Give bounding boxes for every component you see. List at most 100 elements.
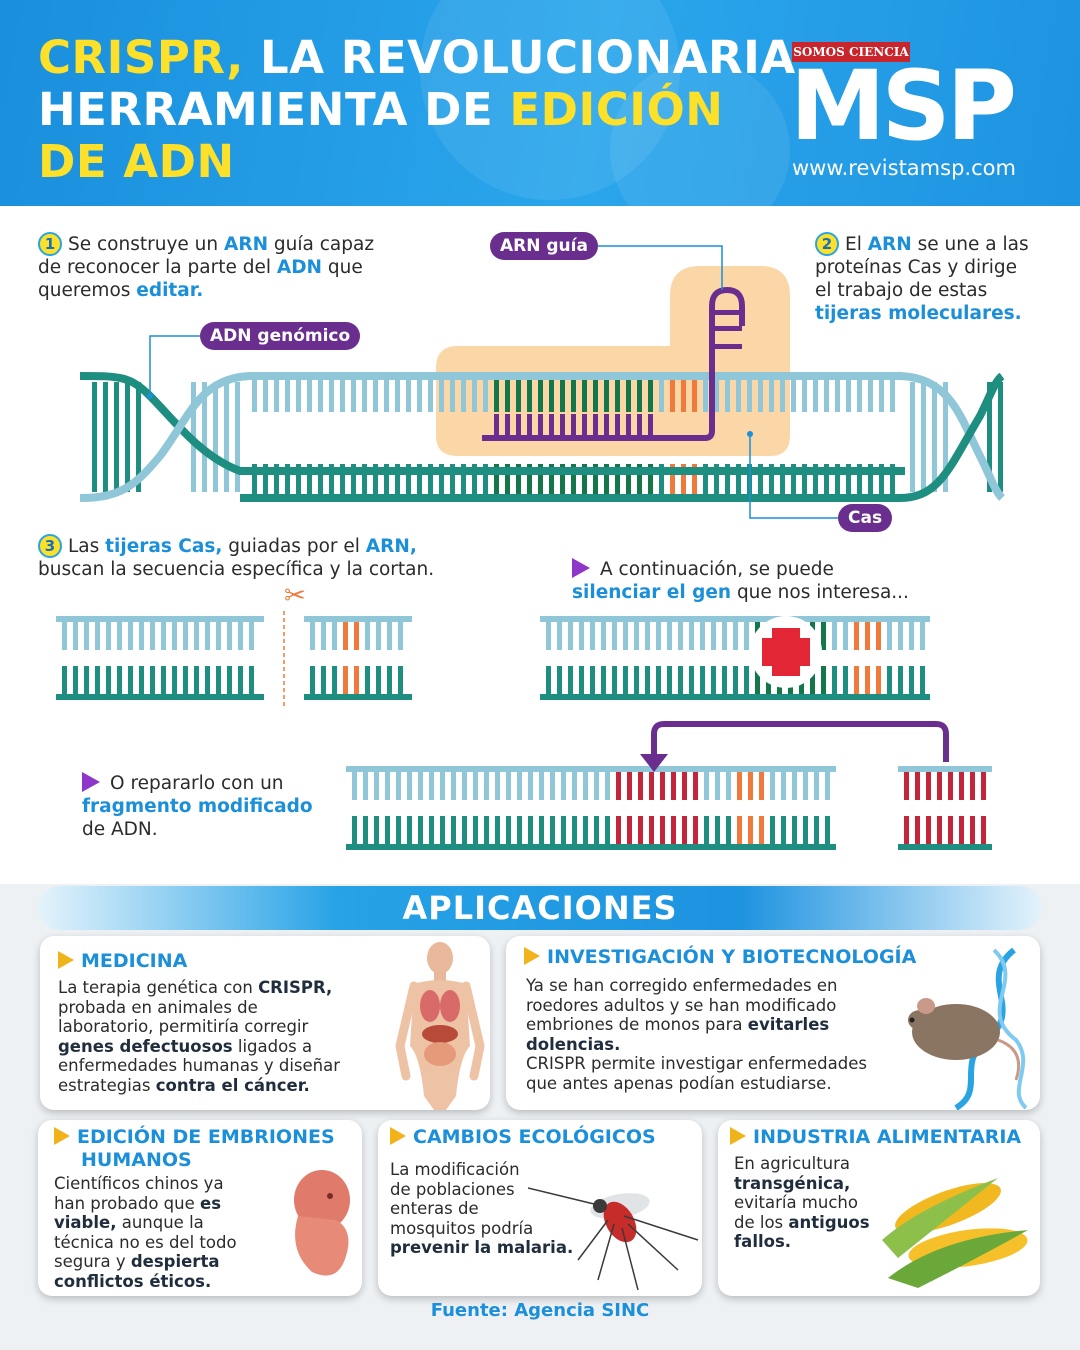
background-bubble	[420, 0, 680, 200]
bottom-base	[667, 666, 672, 694]
top-base	[854, 622, 859, 650]
bottom-base	[205, 666, 210, 694]
bottom-base	[274, 464, 279, 496]
card-investigacion: INVESTIGACIÓN Y BIOTECNOLOGÍA Ya se han …	[506, 936, 1040, 1110]
bottom-base	[321, 666, 326, 694]
top-base	[285, 378, 290, 412]
bottom-base	[384, 464, 389, 496]
bottom-base	[678, 666, 683, 694]
dna-strand-bottom	[240, 372, 1005, 502]
bottom-base	[216, 666, 221, 694]
bottom-base	[898, 666, 903, 694]
bottom-base	[428, 464, 433, 496]
bottom-base	[670, 464, 675, 496]
bottom-base	[95, 666, 100, 694]
top-base	[538, 378, 543, 412]
bottom-base	[451, 816, 456, 844]
top-base	[205, 622, 210, 650]
end-base	[125, 382, 130, 492]
step-number: 1	[38, 232, 62, 256]
top-base	[780, 378, 785, 412]
source-credit: Fuente: Agencia SINC	[430, 1300, 650, 1321]
bottom-base	[517, 816, 522, 844]
top-base	[73, 622, 78, 650]
top-base	[825, 772, 830, 800]
top-base	[117, 622, 122, 650]
bottom-base	[970, 816, 975, 844]
top-base	[590, 622, 595, 650]
top-base	[725, 378, 730, 412]
bottom-base	[791, 464, 796, 496]
step-4-text: A continuación, se puede silenciar el ge…	[572, 558, 909, 603]
triangle-bullet-icon	[54, 1127, 70, 1145]
genomic-dna-pointer-line	[149, 335, 200, 396]
card-medicina: MEDICINA La terapia genética con CRISPR,…	[40, 936, 490, 1110]
end-base	[213, 382, 218, 492]
top-base	[395, 378, 400, 412]
top-base	[670, 378, 675, 412]
top-base	[440, 772, 445, 800]
label-genomic-dna: ADN genómico	[200, 322, 361, 350]
card-text: Científicos chinos ya han probado que es…	[54, 1174, 237, 1291]
bottom-base	[814, 816, 819, 844]
step-5-text: O repararlo con un fragmento modificado …	[82, 772, 313, 840]
bottom-base	[505, 464, 510, 496]
embryo-icon	[294, 1170, 350, 1276]
top-base	[813, 378, 818, 412]
top-base	[517, 772, 522, 800]
top-base	[904, 772, 909, 800]
bottom-base	[560, 464, 565, 496]
brand-url[interactable]: www.revistamsp.com	[792, 156, 1016, 180]
top-base	[659, 378, 664, 412]
bottom-base	[495, 816, 500, 844]
top-base	[926, 772, 931, 800]
bottom-base	[450, 464, 455, 496]
bottom-base	[395, 464, 400, 496]
top-base	[634, 622, 639, 650]
top-base	[172, 622, 177, 650]
rna-base	[593, 414, 598, 438]
bottom-base	[343, 666, 348, 694]
top-base	[318, 378, 323, 412]
repair-arrow-head	[640, 754, 668, 772]
bottom-base	[373, 464, 378, 496]
top-base	[332, 622, 337, 650]
bottom-base	[736, 464, 741, 496]
top-base	[583, 772, 588, 800]
bottom-base	[802, 464, 807, 496]
top-base	[354, 622, 359, 650]
bottom-base	[693, 816, 698, 844]
bottom-base	[538, 464, 543, 496]
strand-top	[898, 766, 992, 772]
rna-base	[637, 414, 642, 438]
bottom-base	[549, 464, 554, 496]
bottom-base	[117, 666, 122, 694]
bottom-base	[810, 666, 815, 694]
cas-protein	[436, 266, 790, 456]
rna-base	[505, 414, 510, 438]
top-base	[516, 378, 521, 412]
end-base	[921, 382, 926, 492]
triangle-bullet-icon	[390, 1127, 406, 1145]
top-base	[722, 622, 727, 650]
top-base	[352, 772, 357, 800]
title-line-1: CRISPR, LA REVOLUCIONARIA	[38, 31, 796, 84]
top-base	[868, 378, 873, 412]
bottom-base	[634, 666, 639, 694]
bottom-base	[462, 816, 467, 844]
top-base	[387, 622, 392, 650]
top-base	[627, 772, 632, 800]
card-text: En agricultura transgénica, evitaría muc…	[734, 1154, 870, 1251]
bottom-base	[714, 464, 719, 496]
bottom-base	[150, 666, 155, 694]
top-base	[506, 772, 511, 800]
top-base	[645, 622, 650, 650]
top-base	[106, 622, 111, 650]
bottom-base	[340, 464, 345, 496]
header: CRISPR, LA REVOLUCIONARIA HERRAMIENTA DE…	[0, 0, 1080, 206]
end-base	[224, 382, 229, 492]
bottom-base	[615, 464, 620, 496]
bottom-base	[659, 464, 664, 496]
